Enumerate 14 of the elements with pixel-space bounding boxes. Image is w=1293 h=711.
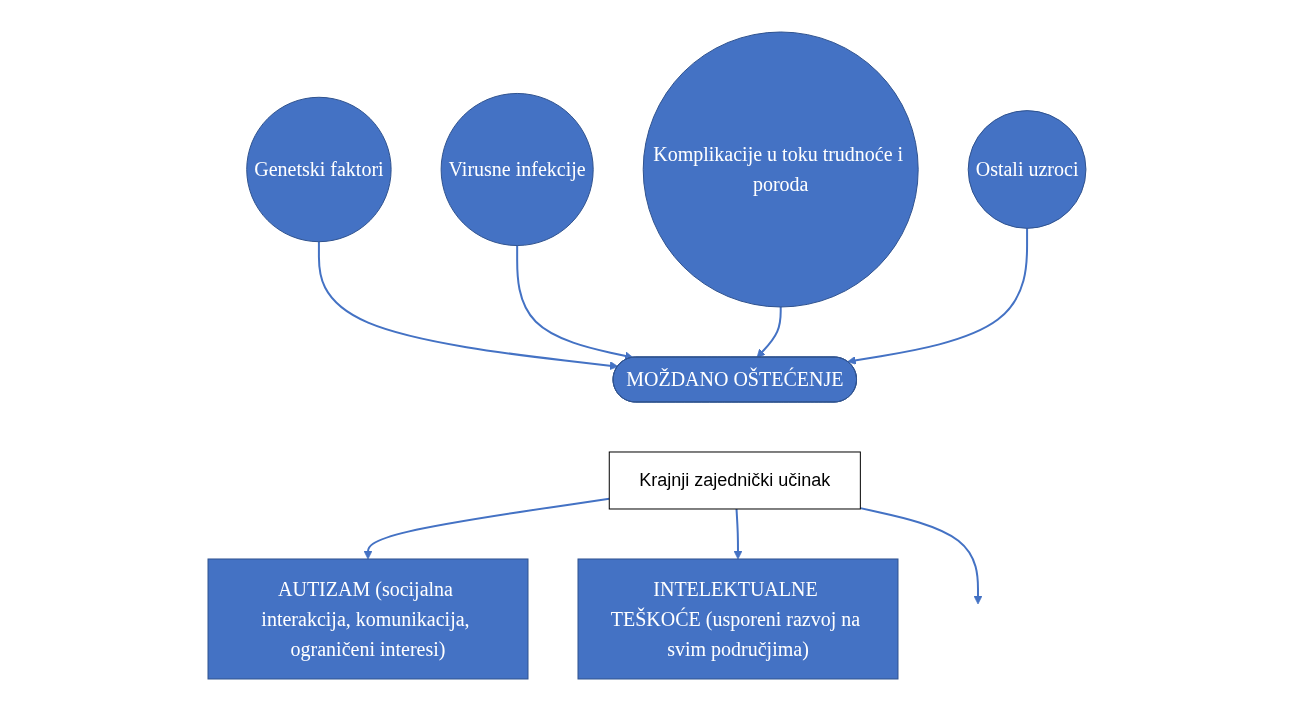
node-circle: Virusne infekcije xyxy=(440,92,594,247)
arrow xyxy=(858,507,982,605)
arrow xyxy=(846,227,1028,365)
arrow xyxy=(317,240,618,371)
arrow xyxy=(756,306,782,358)
arrow xyxy=(363,497,610,560)
node-box: INTELEKTUALNE TEŠKOĆE (usporeni razvoj na svim područjima) xyxy=(577,558,898,680)
node-circle: Genetski faktori xyxy=(245,96,392,243)
node-box: Krajnji zajednički učinak xyxy=(608,451,861,510)
node-circle: Ostali uzroci xyxy=(967,110,1086,229)
node-box: AUTIZAM (socijalna interakcija, komunikacija, ograničeni interesi) xyxy=(207,558,528,680)
arrow xyxy=(515,244,634,361)
arrow xyxy=(733,508,742,560)
node-circle: Komplikacije u toku trudnoće i poroda xyxy=(642,31,919,308)
